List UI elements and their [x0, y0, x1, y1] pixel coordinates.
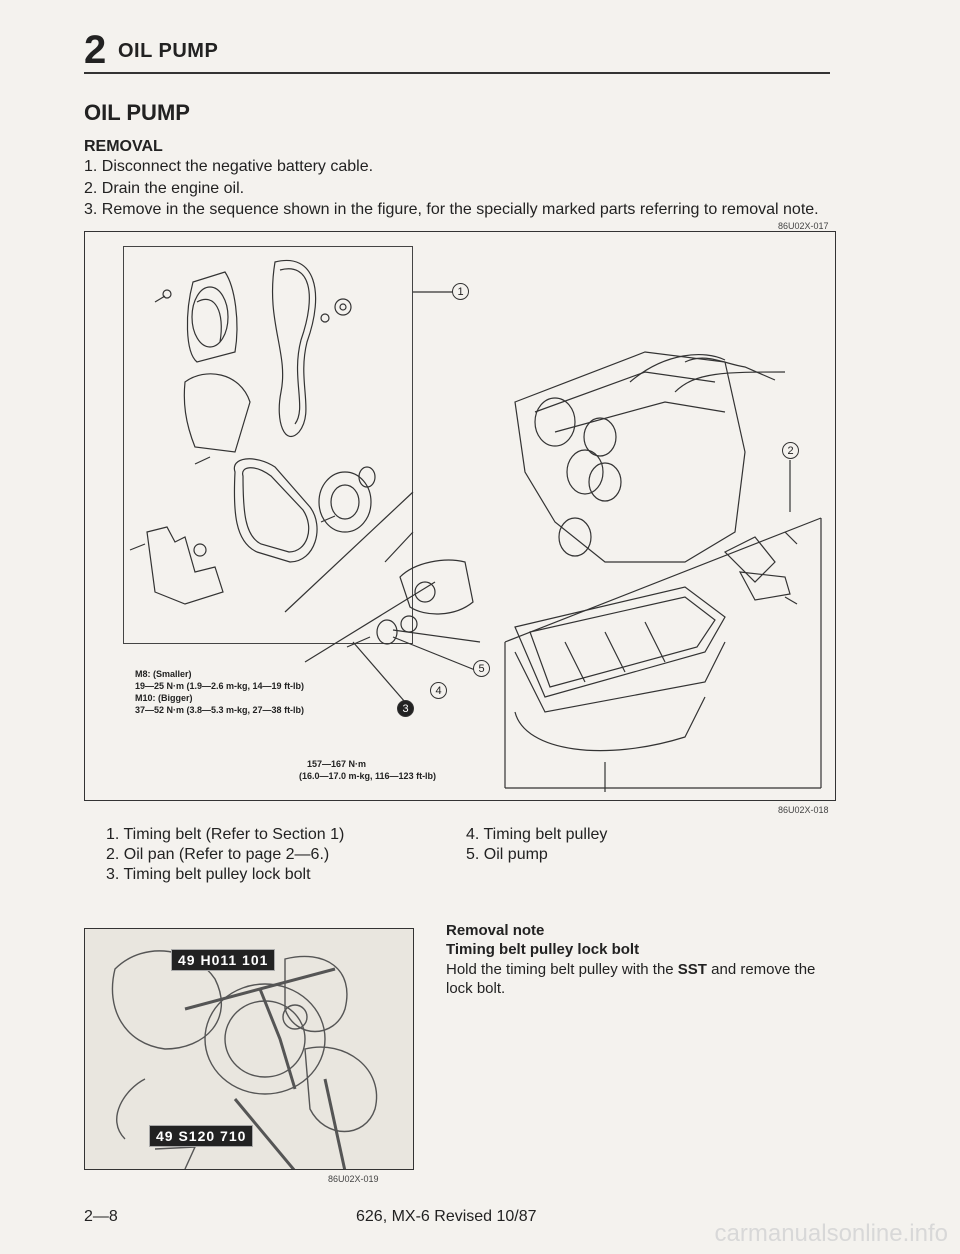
removal-heading: REMOVAL	[84, 138, 163, 155]
sst-label-top: 49 H011 101	[171, 949, 276, 971]
callout-5: 5	[473, 660, 490, 677]
removal-note-subheading: Timing belt pulley lock bolt	[446, 941, 640, 958]
spec-m8-m10: M8: (Smaller) 19—25 N·m (1.9—2.6 m-kg, 1…	[135, 669, 305, 715]
timing-parts-inset	[123, 246, 413, 644]
spec-lock-bolt: 157—167 N·m (16.0—17.0 m-kg, 116—123 ft-…	[299, 759, 437, 781]
exploded-view-drawing	[129, 259, 822, 792]
chapter-number: 2	[84, 28, 108, 72]
removal-step-2: 2. Drain the engine oil.	[84, 180, 245, 197]
sst-label-bottom: 49 S120 710	[149, 1125, 254, 1147]
legend-left: 1. Timing belt (Refer to Section 1) 2. O…	[106, 826, 345, 883]
header-rule	[84, 72, 830, 74]
watermark: carmanualsonline.info	[714, 1220, 948, 1247]
chapter-title: OIL PUMP	[118, 40, 219, 62]
model-revision: 626, MX-6 Revised 10/87	[356, 1208, 537, 1225]
exploded-view-figure: 1 2 3 4 5 M8: (Smaller) 19—25 N·m (1.9—2…	[84, 231, 836, 801]
callout-3: 3	[397, 700, 414, 717]
removal-note-heading: Removal note	[446, 922, 545, 939]
removal-note-text: Hold the timing belt pulley with the SST…	[446, 961, 816, 997]
legend-right: 4. Timing belt pulley 5. Oil pump	[466, 826, 608, 863]
figure-code-3: 86U02X-019	[328, 1174, 379, 1184]
figure-code-1: 86U02X-017	[778, 221, 829, 231]
callout-4: 4	[430, 682, 447, 699]
sst-photo-figure: 49 H011 101 49 S120 710	[84, 928, 414, 1170]
callout-2: 2	[782, 442, 799, 459]
section-title: OIL PUMP	[84, 100, 190, 125]
figure-code-2: 86U02X-018	[778, 805, 829, 815]
removal-step-1: 1. Disconnect the negative battery cable…	[84, 158, 374, 175]
removal-step-3: 3. Remove in the sequence shown in the f…	[84, 201, 819, 218]
sst-photo-drawing	[111, 950, 378, 1169]
page-number: 2—8	[84, 1208, 118, 1225]
callout-1: 1	[452, 283, 469, 300]
